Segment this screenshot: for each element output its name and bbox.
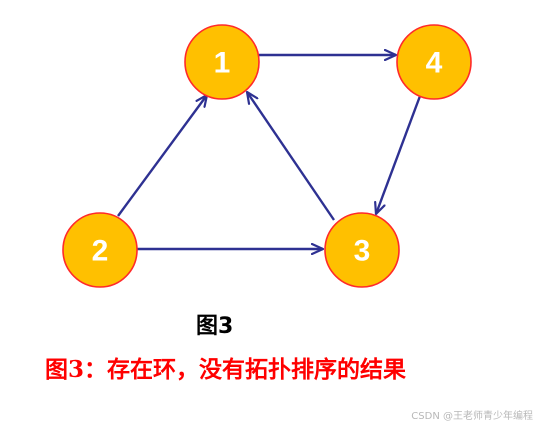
edge-4-3	[376, 95, 422, 214]
node-1-label: 1	[214, 47, 231, 80]
watermark: CSDN @王老师青少年编程	[411, 411, 533, 422]
node-2-label: 2	[92, 235, 109, 268]
node-4-label: 4	[426, 47, 443, 80]
node-1: 1	[184, 24, 260, 100]
figure-label: 图3	[196, 314, 234, 339]
node-3-label: 3	[354, 235, 371, 268]
edge-3-1	[247, 92, 335, 221]
graph-diagram: 1 2 3 4	[62, 24, 472, 288]
edge-2-1	[117, 95, 207, 217]
node-3: 3	[324, 212, 400, 288]
node-4: 4	[396, 24, 472, 100]
figure-caption: 图3：存在环，没有拓扑排序的结果	[45, 356, 407, 383]
node-2: 2	[62, 212, 138, 288]
